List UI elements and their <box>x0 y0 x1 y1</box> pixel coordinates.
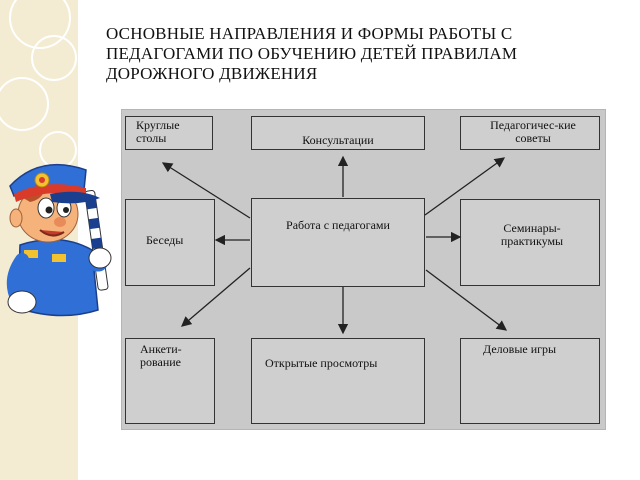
slide-title: ОСНОВНЫЕ НАПРАВЛЕНИЯ И ФОРМЫ РАБОТЫ С ПЕ… <box>106 24 518 83</box>
node-label: Педагогичес-кие советы <box>490 118 576 145</box>
node-middle-left: Беседы <box>125 199 215 286</box>
traffic-policeman-illustration <box>6 163 112 317</box>
node-label: Анкети-рование <box>140 342 182 369</box>
decorative-circles <box>0 0 77 169</box>
node-label: Семинары-практикумы <box>500 221 564 248</box>
node-top-center: Консультации <box>251 116 425 150</box>
node-middle-right: Семинары-практикумы <box>460 199 600 286</box>
diagram-panel: Круглые столы Консультации Педагогичес-к… <box>121 109 606 430</box>
node-label: Круглые столы <box>136 118 180 145</box>
node-label: Деловые игры <box>483 342 557 356</box>
node-label: Консультации <box>302 133 374 147</box>
node-bottom-center: Открытые просмотры <box>251 338 425 424</box>
node-top-left: Круглые столы <box>125 116 213 150</box>
node-bottom-left: Анкети-рование <box>125 338 215 424</box>
node-bottom-right: Деловые игры <box>460 338 600 424</box>
node-label: Работа с педагогами <box>286 218 390 232</box>
node-center: Работа с педагогами <box>251 198 425 287</box>
node-label: Беседы <box>146 233 184 247</box>
node-top-right: Педагогичес-кие советы <box>460 116 600 150</box>
node-label: Открытые просмотры <box>265 356 378 370</box>
